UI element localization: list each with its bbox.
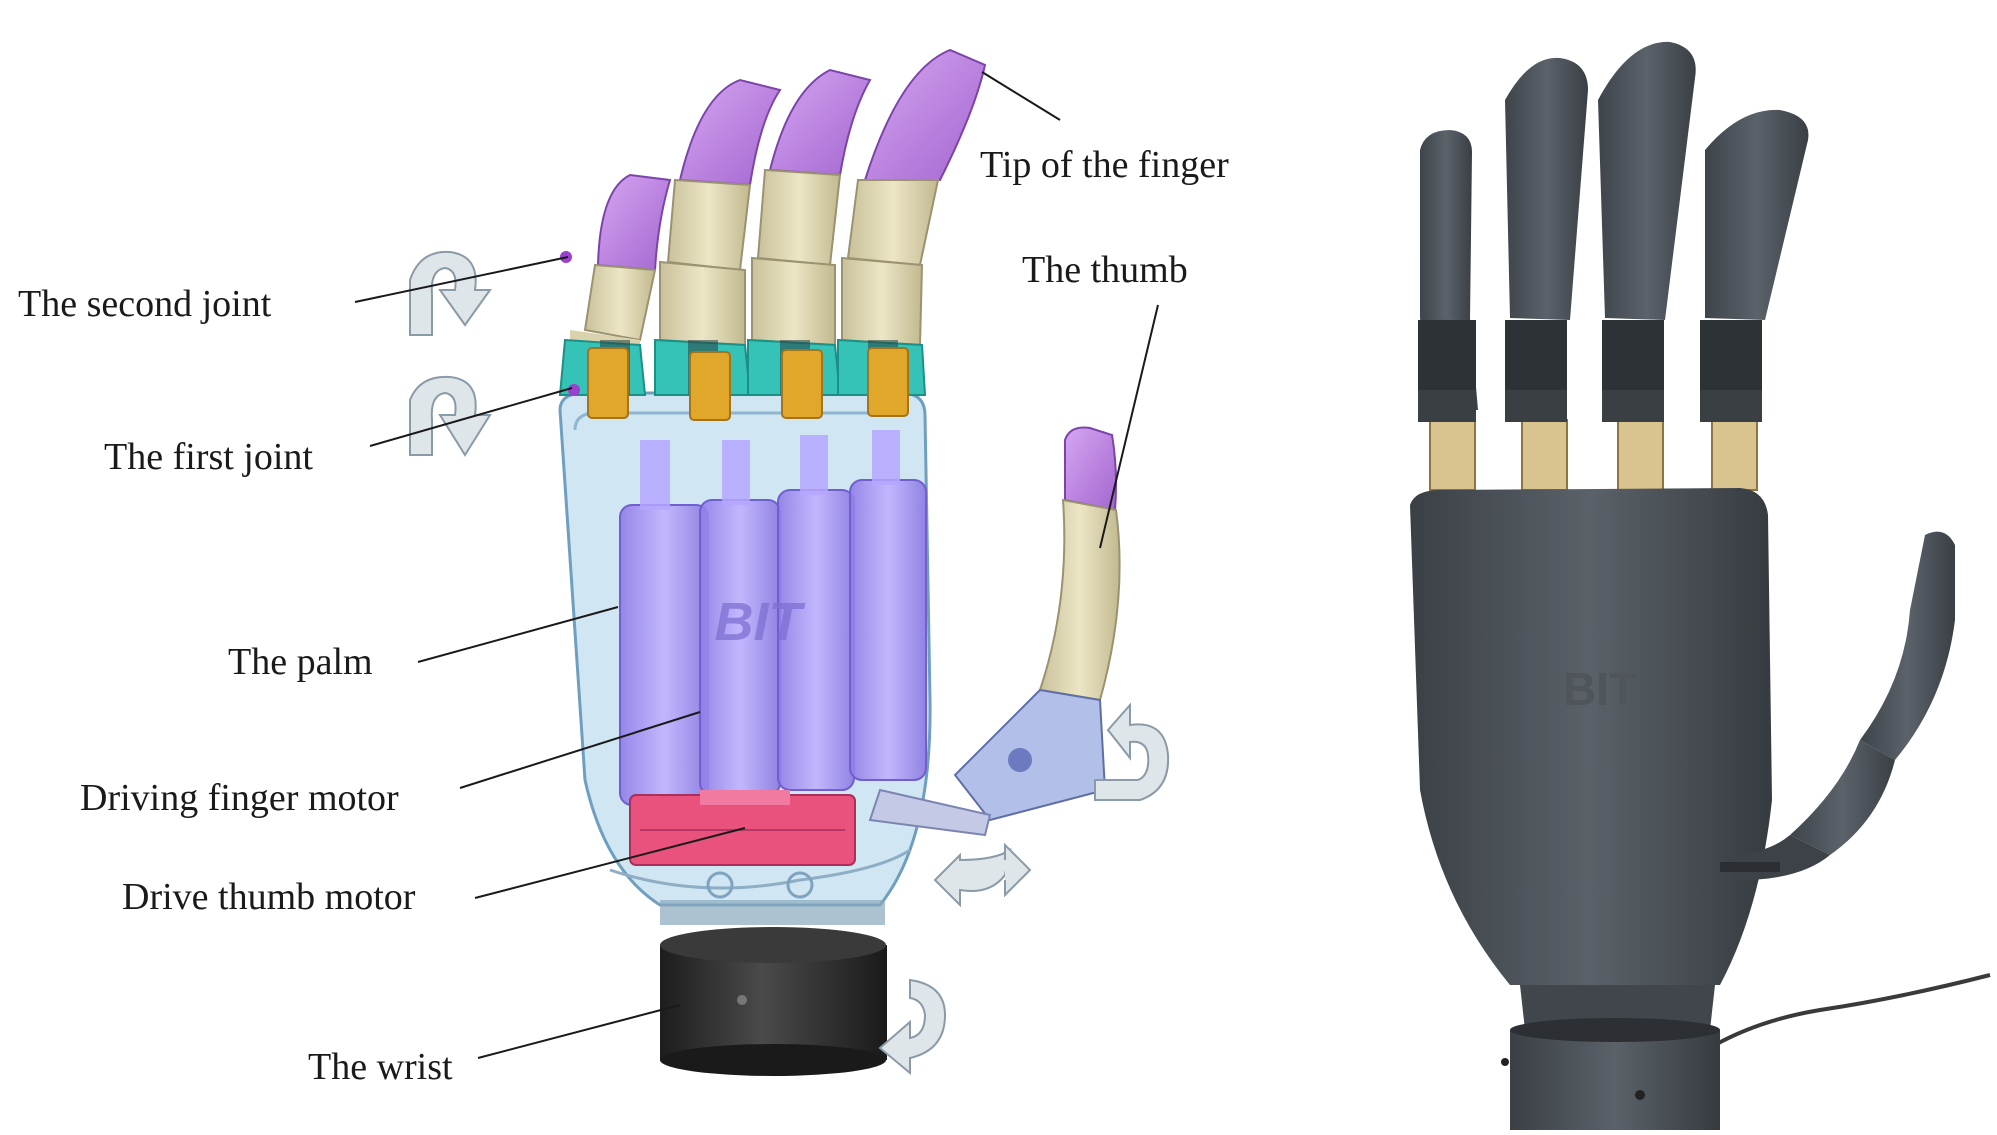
label-first-joint: The first joint [104, 436, 313, 478]
finger-motors [619, 430, 927, 806]
label-drive-thumb-motor: Drive thumb motor [122, 876, 416, 918]
label-second-joint: The second joint [18, 283, 272, 325]
label-palm: The palm [228, 641, 373, 683]
photo-palm-logo: BIT [1563, 663, 1637, 715]
label-wrist: The wrist [308, 1046, 453, 1088]
palm-logo: BIT [715, 592, 806, 652]
thumb-motor [629, 790, 856, 866]
photo-joints [1418, 320, 1762, 491]
thumb [868, 426, 1121, 837]
fingers [558, 48, 987, 421]
rotation-arrows [409, 250, 1170, 1076]
leader-lines [354, 71, 1159, 1059]
wrist-cylinder [660, 900, 887, 1076]
photo-hand: BIT [1410, 41, 1991, 1130]
label-thumb: The thumb [1022, 249, 1188, 291]
label-tip-of-finger: Tip of the finger [980, 144, 1229, 186]
label-driving-finger-motor: Driving finger motor [80, 777, 399, 819]
first-joint-links [587, 347, 909, 421]
